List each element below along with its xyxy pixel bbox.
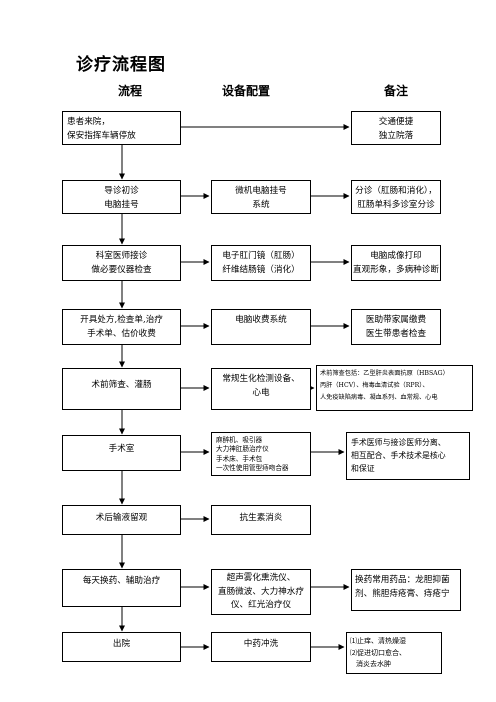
process-box-registration: 导诊初诊 电脑挂号 <box>62 180 181 214</box>
remark-text: 剂、熊胆痔疮膏、痔疮宁 <box>355 589 450 599</box>
remark-text: 分诊（肛肠和消化）， <box>355 186 437 196</box>
remark-box-imaging: 电脑成像打印 直观形象，多病种诊断 <box>351 245 441 281</box>
equipment-box-biochem: 常规生化检测设备、 心电 <box>211 368 311 410</box>
remark-box-herbal-effects: ⑴止痒、清热燥湿 ⑵促进切口愈合、 消炎去水肿 <box>346 632 442 674</box>
remark-text: ⑴止痒、清热燥湿 <box>350 637 406 645</box>
remark-box-common-drugs: 换药常用药品：龙胆抑菌 剂、熊胆痔疮膏、痔疮宁 <box>351 569 461 611</box>
process-text: 术后输液留观 <box>95 513 148 523</box>
remark-text: 医生带患者检查 <box>365 329 427 339</box>
header-process: 流程 <box>118 84 143 98</box>
process-box-discharge: 出院 <box>62 632 181 662</box>
process-box-preop-screening: 术前筛查、灌肠 <box>62 368 181 410</box>
process-text: 手术单、估价收费 <box>87 329 156 339</box>
process-box-daily-dressing: 每天换药、辅助治疗 <box>62 569 181 607</box>
remark-text: 独立院落 <box>378 131 414 141</box>
remark-text: 换药常用药品：龙胆抑菌 <box>355 575 450 585</box>
remark-box-transport: 交通便捷 独立院落 <box>351 111 441 145</box>
remark-box-surgeon-cooperation: 手术医师与接诊医师分离、 相互配合、手术技术是核心 和保证 <box>346 432 470 480</box>
equipment-text: 常规生化检测设备、 <box>222 374 300 384</box>
process-box-postop-observation: 术后输液留观 <box>62 505 181 535</box>
equipment-box-registration-system: 微机电脑挂号 系统 <box>211 180 311 214</box>
equipment-text: 系统 <box>252 200 270 210</box>
remark-text: 交通便捷 <box>378 117 414 127</box>
equipment-text: 仪、红光治疗仪 <box>230 600 292 610</box>
process-text: 每天换药、辅助治疗 <box>82 576 161 586</box>
equipment-text: 微机电脑挂号 <box>235 186 287 196</box>
equipment-box-antibiotics: 抗生素消炎 <box>211 505 311 535</box>
process-text: 术前筛查、灌肠 <box>91 380 152 390</box>
remark-text: 消炎去水肿 <box>356 660 391 668</box>
equipment-text: 中药冲洗 <box>243 639 279 649</box>
remark-text: 直观形象，多病种诊断 <box>353 265 439 275</box>
equipment-box-therapy-devices: 超声雾化熏洗仪、 直肠微波、大力神水疗 仪、红光治疗仪 <box>211 569 311 615</box>
equipment-text: 手术床、手术包 <box>216 454 263 463</box>
remark-text: 相互配合、手术技术是核心 <box>351 451 446 460</box>
header-equipment: 设备配置 <box>222 84 271 98</box>
equipment-text: 电脑收费系统 <box>235 315 287 325</box>
process-text: 手术室 <box>108 444 135 454</box>
process-box-arrival: 患者来院， 保安指挥车辆停放 <box>62 111 181 145</box>
process-text: 开具处方,检查单,治疗 <box>80 315 163 325</box>
equipment-text: 大力神肛肠治疗仪 <box>216 445 269 454</box>
remark-text: 人免疫缺陷病毒、凝血系列、血常规、心电 <box>320 394 438 401</box>
equipment-text: 心电 <box>252 388 270 398</box>
remark-text: 和保证 <box>351 464 375 473</box>
remark-text: 医助带家属缴费 <box>365 315 427 325</box>
equipment-text: 麻醉机、吸引器 <box>216 436 263 444</box>
remark-text: 手术医师与接诊医师分离、 <box>351 438 446 447</box>
remark-text: ⑵促进切口愈合、 <box>350 648 406 657</box>
process-text: 患者来院， <box>67 117 110 127</box>
process-box-operating-room: 手术室 <box>62 435 181 471</box>
equipment-text: 电子肛门镜（肛肠） <box>222 251 300 261</box>
equipment-text: 超声雾化熏洗仪、 <box>226 573 296 583</box>
equipment-box-surgical: 麻醉机、吸引器 大力神肛肠治疗仪 手术床、手术包 一次性使用管型痔吻合器 <box>211 432 311 476</box>
process-text: 保安指挥车辆停放 <box>67 131 136 141</box>
equipment-box-billing-system: 电脑收费系统 <box>211 309 311 345</box>
remark-text: 电脑成像打印 <box>370 251 422 261</box>
equipment-text: 一次性使用管型痔吻合器 <box>216 464 289 473</box>
process-text: 出院 <box>112 639 131 649</box>
header-remarks: 备注 <box>384 84 409 98</box>
equipment-text: 纤维结肠镜（消化） <box>222 265 300 275</box>
equipment-text: 抗生素消炎 <box>239 513 283 523</box>
equipment-box-endoscopes: 电子肛门镜（肛肠） 纤维结肠镜（消化） <box>211 245 311 281</box>
remark-box-screening-items: 术前筛查包括：乙型肝炎表面抗原（HBSAG） 丙肝（HCV）、梅毒血清试验（RP… <box>316 365 473 411</box>
process-box-prescription: 开具处方,检查单,治疗 手术单、估价收费 <box>62 309 181 345</box>
remark-box-payment: 医助带家属缴费 医生带患者检查 <box>351 309 441 345</box>
page-title: 诊疗流程图 <box>76 55 166 75</box>
remark-text: 肛肠单科多诊室分诊 <box>357 200 435 210</box>
process-box-consultation: 科室医师接诊 做必要仪器检查 <box>62 245 181 281</box>
process-text: 做必要仪器检查 <box>91 265 152 275</box>
equipment-box-herbal-wash: 中药冲洗 <box>211 632 311 662</box>
remark-text: 术前筛查包括：乙型肝炎表面抗原（HBSAG） <box>320 370 449 377</box>
process-text: 电脑挂号 <box>104 200 139 210</box>
remark-text: 丙肝（HCV）、梅毒血清试验（RPR）、 <box>320 382 429 389</box>
process-text: 导诊初诊 <box>104 186 139 196</box>
remark-box-triage: 分诊（肛肠和消化）， 肛肠单科多诊室分诊 <box>351 180 441 214</box>
equipment-text: 直肠微波、大力神水疗 <box>218 586 304 597</box>
process-text: 科室医师接诊 <box>95 251 148 261</box>
